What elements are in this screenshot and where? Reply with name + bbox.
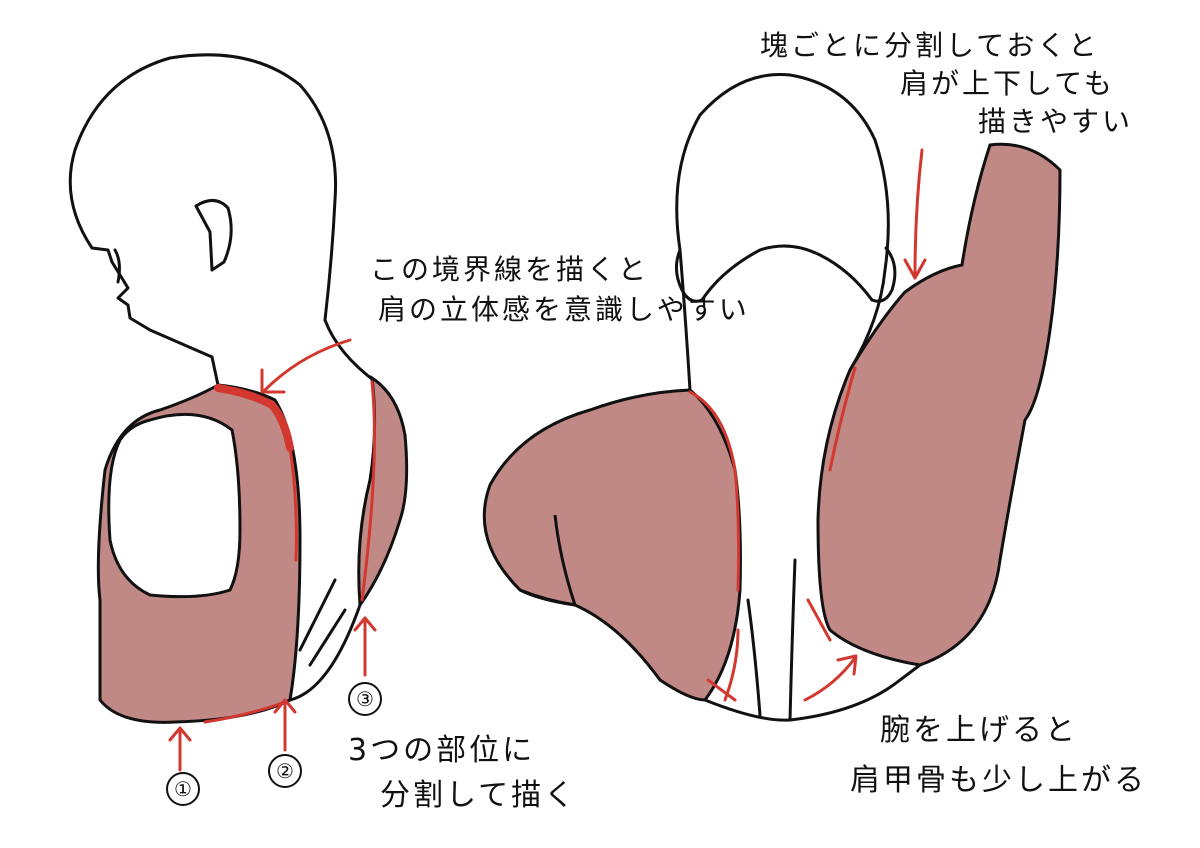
note-block-line1: 塊ごとに分割しておくと [760, 29, 1100, 62]
right-raised-arm-block [816, 142, 1062, 667]
arrow-scapula-up [803, 654, 858, 702]
left-torso-lines [288, 578, 362, 702]
right-ear-right [870, 246, 897, 303]
right-left-shoulder-crease2 [519, 588, 576, 607]
left-back-boundary [360, 380, 376, 602]
marker-arrow-1 [168, 726, 192, 772]
right-head-outline [675, 73, 890, 392]
left-deltoid-block [96, 383, 302, 724]
right-boundary-highlights [688, 366, 857, 702]
right-left-shoulder-fill [482, 388, 742, 702]
left-collar-boundary [214, 384, 294, 452]
note-block-line3: 描きやすい [978, 105, 1134, 138]
boundary-pointer-arrow [260, 338, 352, 394]
right-neck-nape [700, 244, 874, 302]
right-left-shoulder-crease [553, 514, 577, 606]
left-front-boundary [288, 446, 298, 562]
arrow-down-to-arm [903, 148, 927, 280]
note-arm-line2: 肩甲骨も少し上がる [850, 763, 1147, 798]
marker-arrow-3 [353, 616, 377, 677]
right-figure [675, 73, 897, 392]
marker-3: ③ [348, 682, 382, 716]
right-raised-arm-fill [816, 142, 1062, 667]
left-neck-back [323, 318, 382, 387]
note-boundary-line2: 肩の立体感を意識しやすい [378, 293, 750, 326]
note-split-line2: 分割して描く [380, 778, 578, 813]
marker-2: ② [268, 754, 302, 788]
marker-arrows [168, 616, 377, 772]
marker-arrow-2 [273, 698, 297, 752]
note-split-line1: 3つの部位に [348, 733, 536, 768]
left-arm-cutout [107, 412, 242, 599]
right-left-shoulder-block [482, 388, 742, 702]
note-arm-line1: 腕を上げると [880, 713, 1078, 748]
left-trapezius-fill [357, 374, 409, 610]
left-head-outline [68, 53, 338, 359]
right-ear-left [675, 248, 704, 303]
marker-1: ① [166, 772, 200, 806]
left-neck-front [210, 355, 220, 387]
note-boundary-line1: この境界線を描くと [370, 253, 650, 286]
left-eye [113, 248, 121, 284]
left-boundary-highlights [203, 380, 376, 724]
right-arrows [803, 148, 927, 702]
left-bottom-boundary [203, 700, 287, 724]
right-back-lines [703, 558, 922, 722]
left-ear [194, 199, 233, 272]
left-figure [68, 53, 382, 387]
left-trapezius-block [357, 374, 409, 610]
note-block-line2: 肩が上下しても [900, 67, 1115, 100]
